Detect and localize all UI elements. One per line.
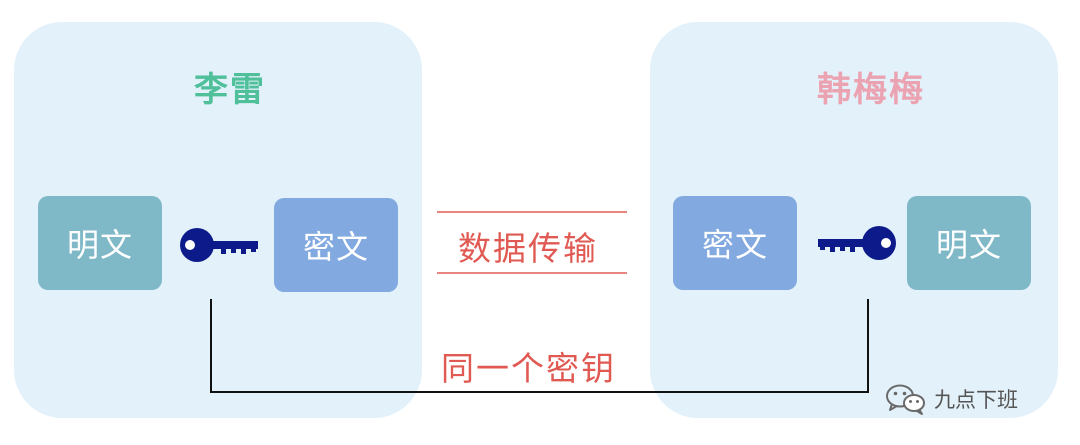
transfer-divider-top: [437, 211, 627, 213]
wechat-icon: [886, 384, 925, 415]
left-plaintext-box: 明文: [38, 196, 162, 290]
watermark: 九点下班: [884, 382, 1018, 416]
transfer-label: 数据传输: [458, 229, 598, 268]
transfer-divider-bottom: [437, 272, 627, 274]
left-party-name: 李雷: [194, 70, 266, 110]
right-ciphertext-box: 密文: [673, 196, 797, 290]
shared-key-label: 同一个密钥: [441, 349, 616, 388]
key-icon: [818, 226, 896, 260]
key-icon: [180, 228, 258, 262]
watermark-text: 九点下班: [934, 388, 1018, 412]
left-ciphertext-box: 密文: [274, 198, 398, 292]
right-plaintext-box: 明文: [907, 196, 1031, 290]
right-party-name: 韩梅梅: [817, 70, 925, 110]
